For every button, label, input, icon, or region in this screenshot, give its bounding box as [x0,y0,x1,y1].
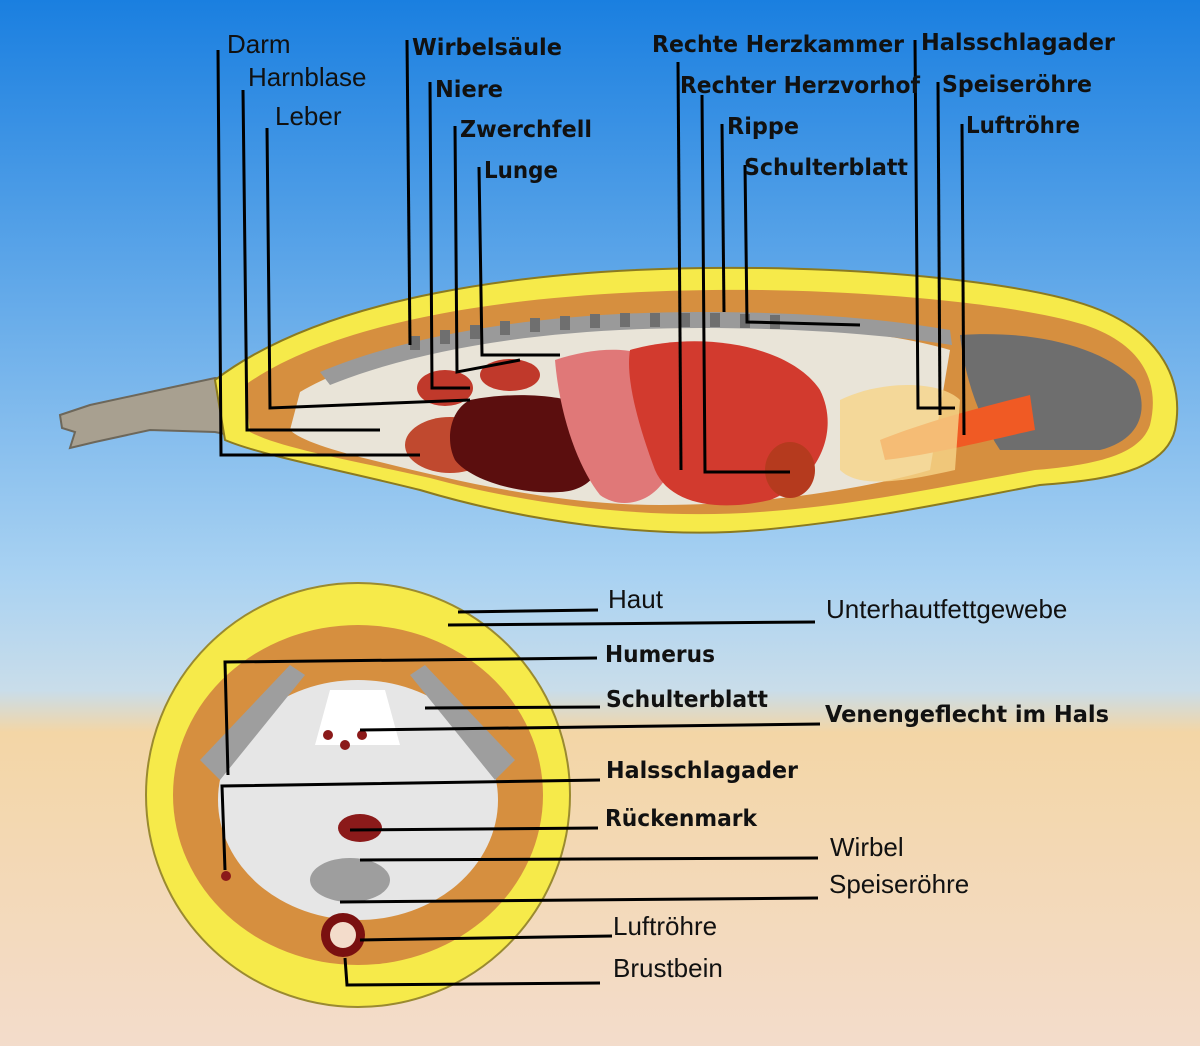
label-speiseroehre-cross: Speiseröhre [829,869,969,899]
label-darm: Darm [227,29,291,59]
liver [450,395,604,493]
label-halsschlagader-long: Halsschlagader [921,30,1116,56]
label-rueckenmark: Rückenmark [605,806,758,832]
right-atrium [765,442,815,498]
cross-spinal-cord [338,814,382,842]
cross-scapula-right [410,665,515,780]
label-luftroehre-cross: Luftröhre [613,911,717,941]
label-schulterblatt-cross: Schulterblatt [606,687,768,713]
cross-carotid [221,871,231,881]
leader-lines [216,39,966,987]
label-venengeflecht: Venengeflecht im Hals [825,702,1109,728]
label-harnblase: Harnblase [248,62,367,92]
vein-3 [357,730,367,740]
label-niere: Niere [435,77,503,103]
label-humerus: Humerus [605,642,715,668]
label-lunge: Lunge [484,158,558,184]
label-halsschlagader-cross: Halsschlagader [606,758,799,784]
label-schulterblatt-long: Schulterblatt [744,155,908,181]
neck-tissue [840,385,960,482]
cross-section [145,582,571,1008]
labels-longitudinal-right: Rechte Herzkammer Rechter Herzvorhof Rip… [652,30,1116,181]
labels-longitudinal-left: Darm Harnblase Leber [227,29,367,131]
cross-trachea-lumen [330,922,356,948]
label-brustbein: Brustbein [613,953,723,983]
vein-2 [340,740,350,750]
label-unterhautfettgewebe: Unterhautfettgewebe [826,594,1067,624]
label-wirbel: Wirbel [830,832,904,862]
labels-cross-section: Haut Unterhautfettgewebe Humerus Schulte… [605,584,1109,983]
label-leber: Leber [275,101,342,131]
kidney-2 [480,359,540,391]
label-rippe: Rippe [727,114,799,140]
vertebrae [410,313,780,350]
label-wirbelsaeule: Wirbelsäule [412,35,562,61]
labels-longitudinal-mid: Wirbelsäule Niere Zwerchfell Lunge [412,35,592,184]
label-rechte-herzkammer: Rechte Herzkammer [652,32,905,58]
label-zwerchfell: Zwerchfell [460,117,592,143]
longitudinal-section [58,266,1179,534]
label-luftroehre-long: Luftröhre [966,113,1080,139]
tail-flipper [58,376,262,450]
label-haut: Haut [608,584,664,614]
label-speiseroehre-long: Speiseröhre [942,72,1092,98]
cross-vertebra [310,858,390,902]
label-rechter-herzvorhof: Rechter Herzvorhof [680,73,921,99]
vein-1 [323,730,333,740]
